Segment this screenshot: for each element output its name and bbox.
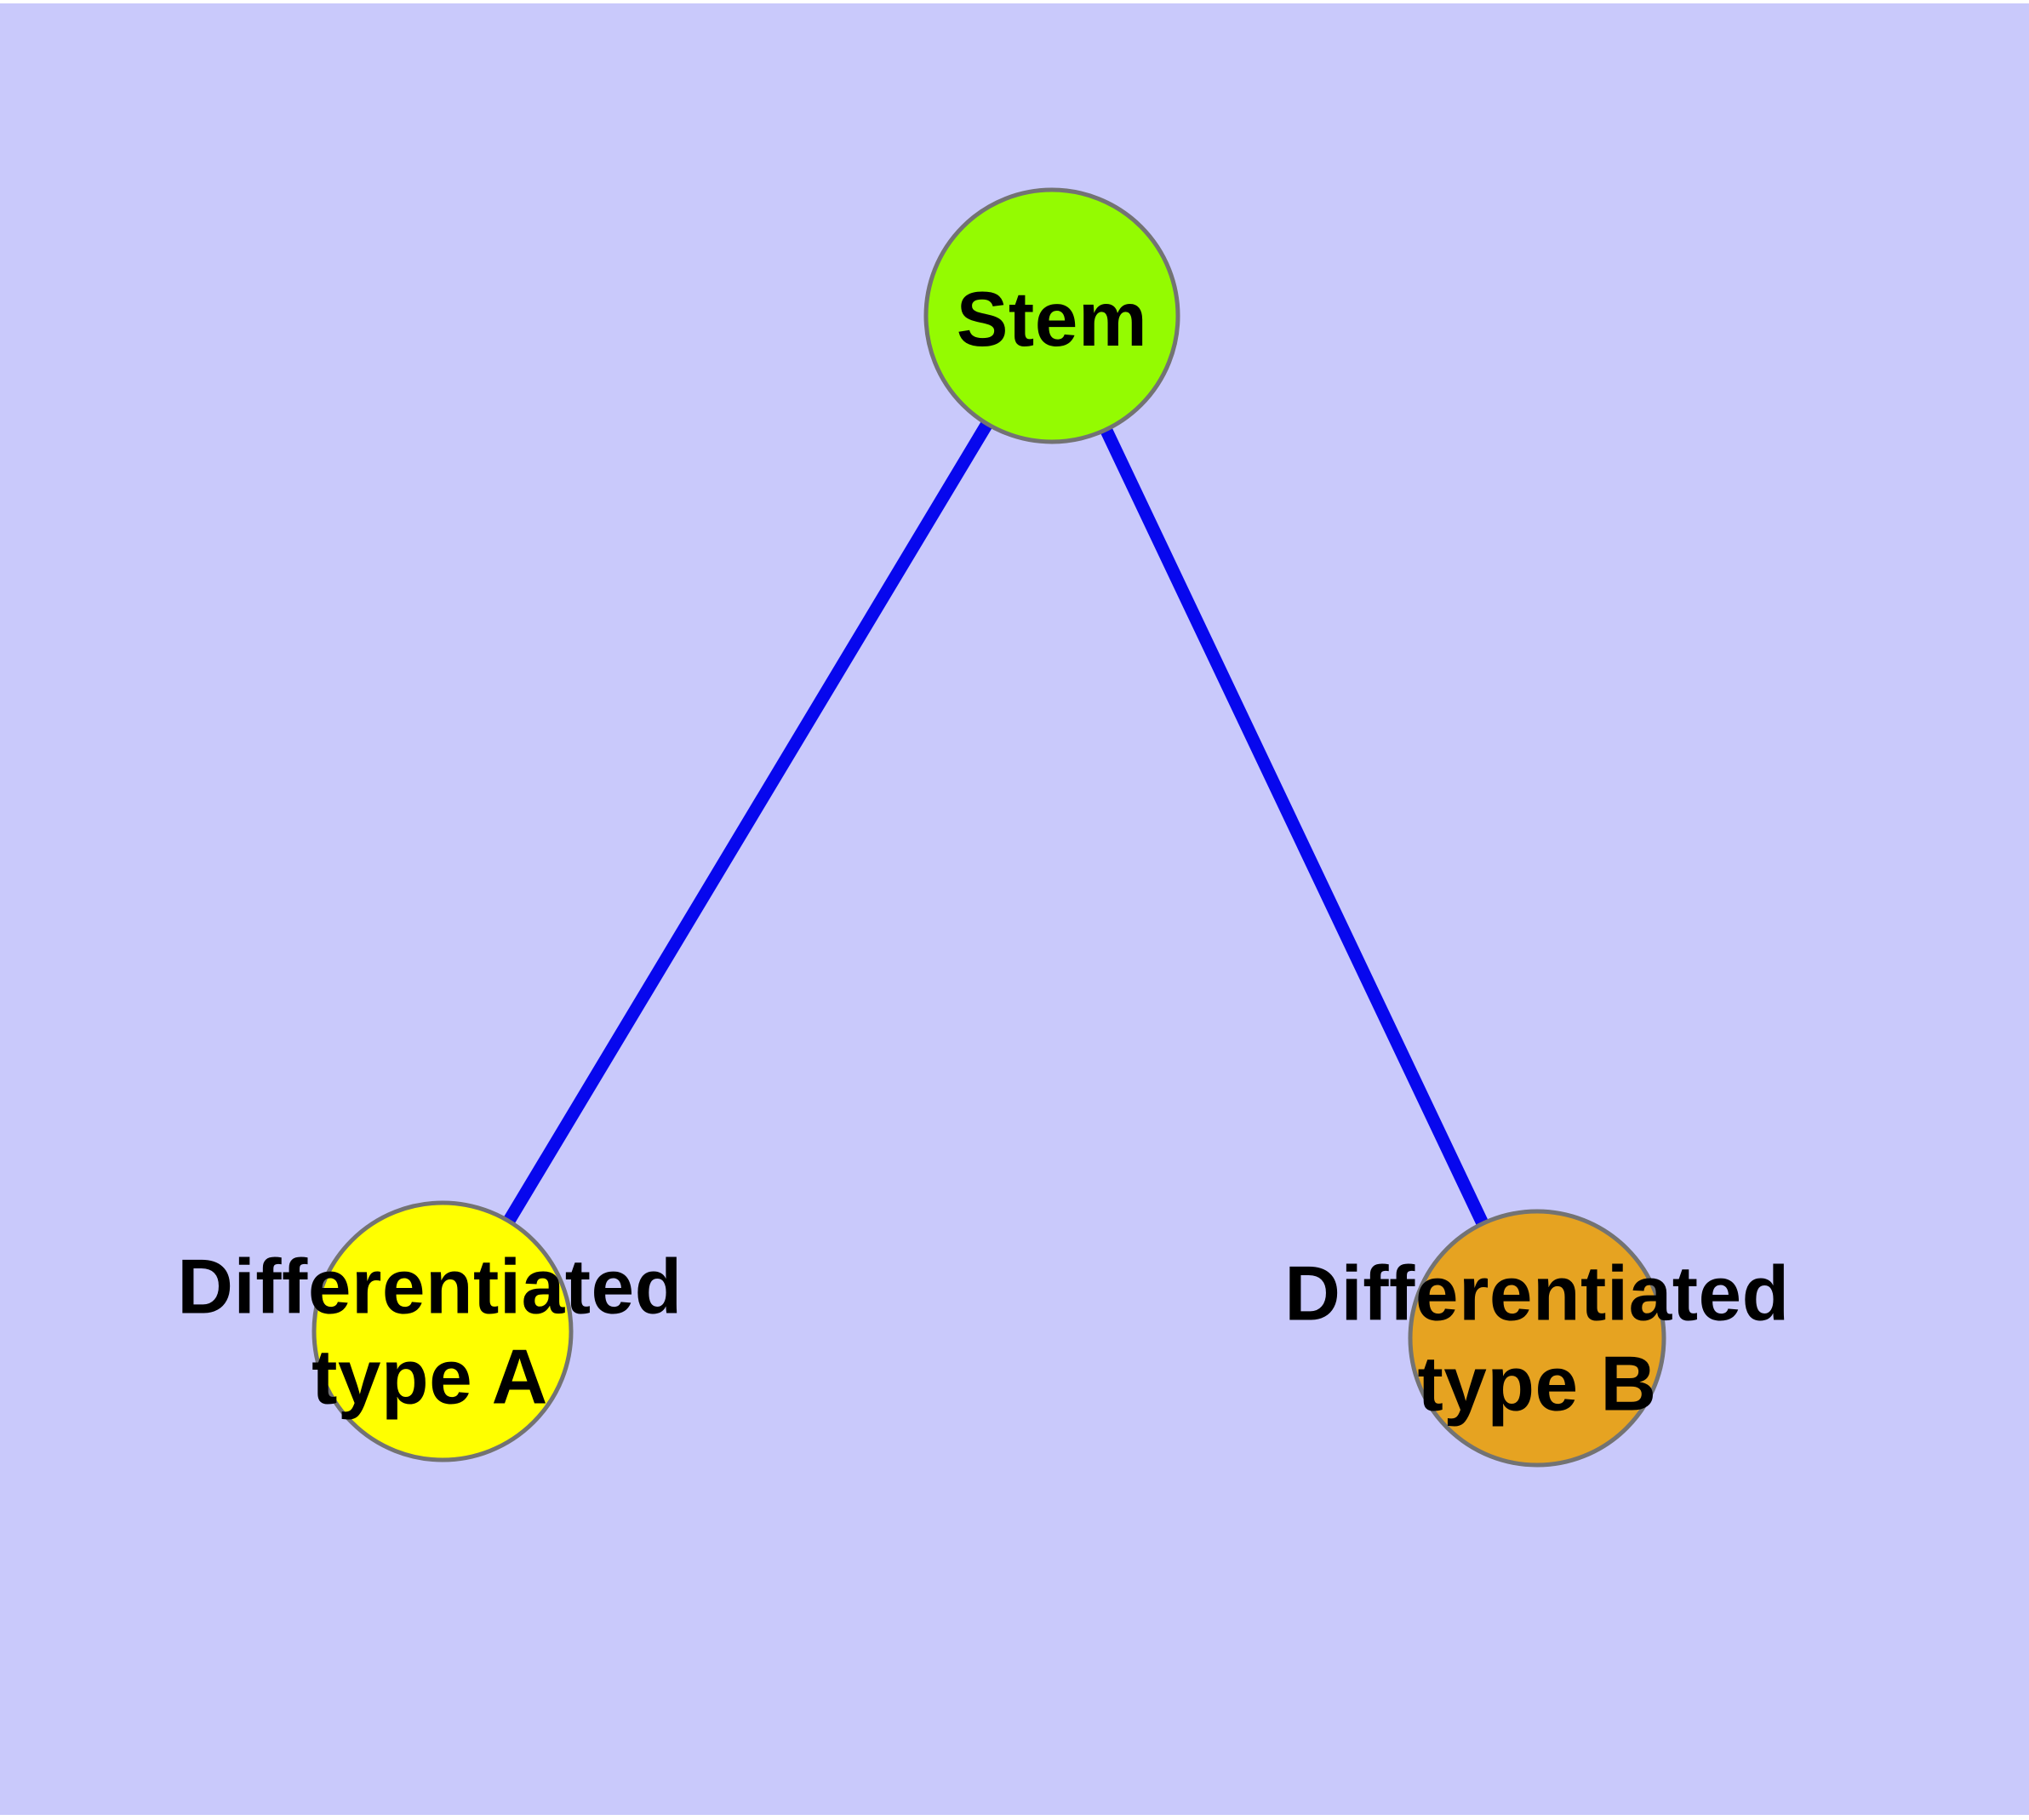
node-stem [923, 187, 1180, 444]
edge-stem-to-type-b [1046, 312, 1543, 1342]
edge-stem-to-type-a [437, 312, 1058, 1335]
node-differentiated-type-a [311, 1200, 574, 1462]
node-differentiated-type-b [1408, 1209, 1666, 1468]
